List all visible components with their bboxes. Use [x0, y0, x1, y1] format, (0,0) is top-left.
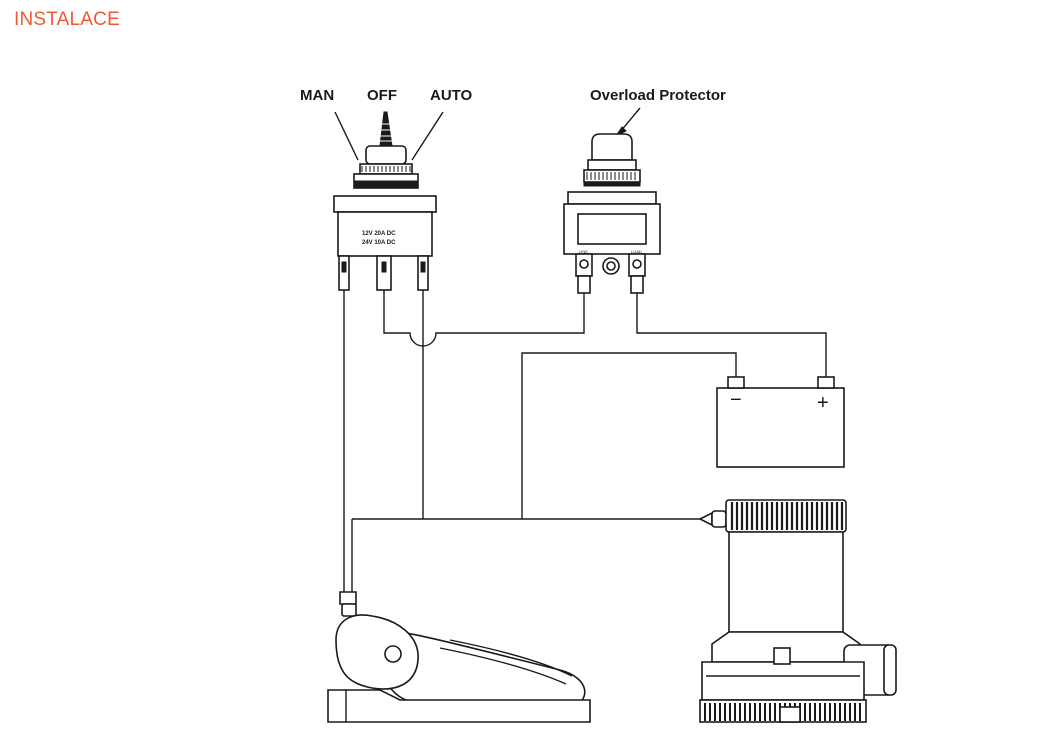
- battery-minus-sign: −: [730, 389, 742, 411]
- leader-auto: [411, 111, 444, 161]
- label-off: OFF: [367, 87, 397, 104]
- wire-battery-minus-to-pump: [521, 352, 737, 519]
- battery: − +: [716, 376, 845, 468]
- battery-plus-sign: +: [817, 392, 829, 414]
- bilge-pump: [698, 499, 897, 723]
- wire-switch-to-protector: [383, 290, 585, 347]
- wires: [343, 290, 827, 592]
- label-overload-protector: Overload Protector: [590, 87, 726, 104]
- wire-protector-to-battery-plus: [636, 293, 827, 377]
- overload-protector: LINE LOAD: [563, 133, 661, 294]
- terminal-line-label: LINE: [579, 249, 588, 254]
- float-switch: [327, 591, 591, 723]
- toggle-switch: 12V 20A DC 24V 10A DC: [333, 111, 437, 291]
- label-man: MAN: [300, 87, 334, 104]
- page-heading: INSTALACE: [14, 9, 120, 30]
- switch-rating-2: 24V 10A DC: [362, 240, 396, 246]
- pump-cap-ribs: [730, 502, 844, 530]
- label-auto: AUTO: [430, 87, 473, 104]
- terminal-load-label: LOAD: [631, 249, 642, 254]
- switch-rating-1: 12V 20A DC: [362, 231, 396, 237]
- leader-man: [334, 111, 359, 161]
